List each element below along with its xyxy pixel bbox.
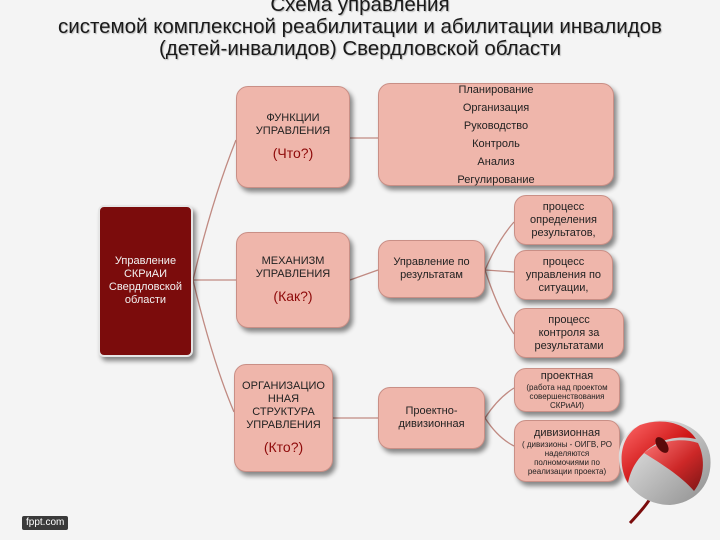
function-item: Анализ <box>477 155 515 168</box>
process-line: результатов, <box>531 226 596 239</box>
structure-label-line: СТРУКТУРА <box>252 406 315 418</box>
functions-list-box: Планирование Организация Руководство Кон… <box>378 83 614 186</box>
functions-label-line: ФУНКЦИИ <box>266 112 320 124</box>
project-divisional-line: Проектно- <box>405 405 458 417</box>
connector-root-functions <box>192 139 237 281</box>
connector-middle-divisional <box>484 417 515 447</box>
divisional-type-note: наделяются <box>544 448 590 458</box>
connector-middle-process-3 <box>484 269 515 335</box>
structure-label-line: УПРАВЛЕНИЯ <box>246 419 321 431</box>
mechanism-label-line: МЕХАНИЗМ <box>261 255 325 267</box>
process-line: определения <box>530 213 597 226</box>
connector-mechanism-middle <box>349 269 379 281</box>
structure-label-line: ННАЯ <box>267 393 300 405</box>
mechanism-box: МЕХАНИЗМ УПРАВЛЕНИЯ (Как?) <box>236 232 350 328</box>
project-divisional-box: Проектно- дивизионная <box>378 387 485 449</box>
root-line: СКРиАИ <box>123 268 168 280</box>
process-line: ситуации, <box>538 281 589 294</box>
structure-question: (Кто?) <box>263 439 304 455</box>
project-type-box: проектная (работа над проектом совершенс… <box>514 368 620 412</box>
results-management-line: результатам <box>400 269 463 281</box>
divisional-type-box: дивизионная ( дивизионы - ОИГВ, РО надел… <box>514 420 620 482</box>
title-line-3: (детей-инвалидов) Свердловской области <box>158 37 562 60</box>
connector-root-structure <box>192 279 235 413</box>
divisional-type-title: дивизионная <box>533 426 601 439</box>
functions-question: (Что?) <box>272 145 314 161</box>
project-type-note: (работа над проектом <box>526 383 608 392</box>
function-item: Организация <box>462 101 530 114</box>
function-item: Руководство <box>463 119 529 132</box>
functions-box: ФУНКЦИИ УПРАВЛЕНИЯ (Что?) <box>236 86 350 188</box>
results-management-box: Управление по результатам <box>378 240 485 298</box>
process-line: процесс <box>542 255 585 268</box>
divisional-type-note: реализации проекта) <box>527 466 607 476</box>
divisional-type-note: ( дивизионы - ОИГВ, РО <box>521 439 613 449</box>
function-item: Регулирование <box>457 173 535 186</box>
root-line: Свердловской <box>108 281 183 293</box>
process-line: процесс <box>548 313 590 326</box>
structure-label-line: ОРГАНИЗАЦИО <box>242 380 325 392</box>
mechanism-label-line: УПРАВЛЕНИЯ <box>255 268 331 280</box>
process-line: управления по <box>525 268 602 281</box>
computer-mouse-icon <box>618 420 711 525</box>
process-control-box: процесс контроля за результатами <box>514 308 624 358</box>
root-line: области <box>124 294 167 306</box>
function-item: Планирование <box>458 83 534 96</box>
process-line: результатами <box>534 339 604 352</box>
process-line: процесс <box>542 200 585 213</box>
title-line-2: системой комплексной реабилитации и абил… <box>58 15 662 38</box>
title-line-1: Схема управления <box>270 0 450 16</box>
process-results-box: процесс определения результатов, <box>514 195 613 245</box>
functions-label-line: УПРАВЛЕНИЯ <box>255 125 331 137</box>
process-situation-box: процесс управления по ситуации, <box>514 250 613 300</box>
connector-middle-process-1 <box>484 221 515 271</box>
divisional-type-note: полномочиями по <box>534 457 600 467</box>
root-box-management: Управление СКРиАИ Свердловской области <box>98 205 193 357</box>
project-type-note: совершенствования СКРиАИ) <box>529 392 605 410</box>
project-divisional-line: дивизионная <box>398 418 465 430</box>
connector-middle-project <box>484 387 515 419</box>
project-type-title: проектная <box>540 370 594 382</box>
diagram-title: Схема управления системой комплексной ре… <box>0 0 720 60</box>
root-line: Управление <box>114 255 177 267</box>
connector-middle-process-2 <box>484 269 515 273</box>
watermark: fppt.com <box>22 516 69 530</box>
results-management-line: Управление по <box>393 256 470 268</box>
process-line: контроля за <box>538 326 600 339</box>
structure-box: ОРГАНИЗАЦИО ННАЯ СТРУКТУРА УПРАВЛЕНИЯ (К… <box>234 364 333 472</box>
mechanism-question: (Как?) <box>273 288 313 304</box>
function-item: Контроль <box>472 137 520 150</box>
